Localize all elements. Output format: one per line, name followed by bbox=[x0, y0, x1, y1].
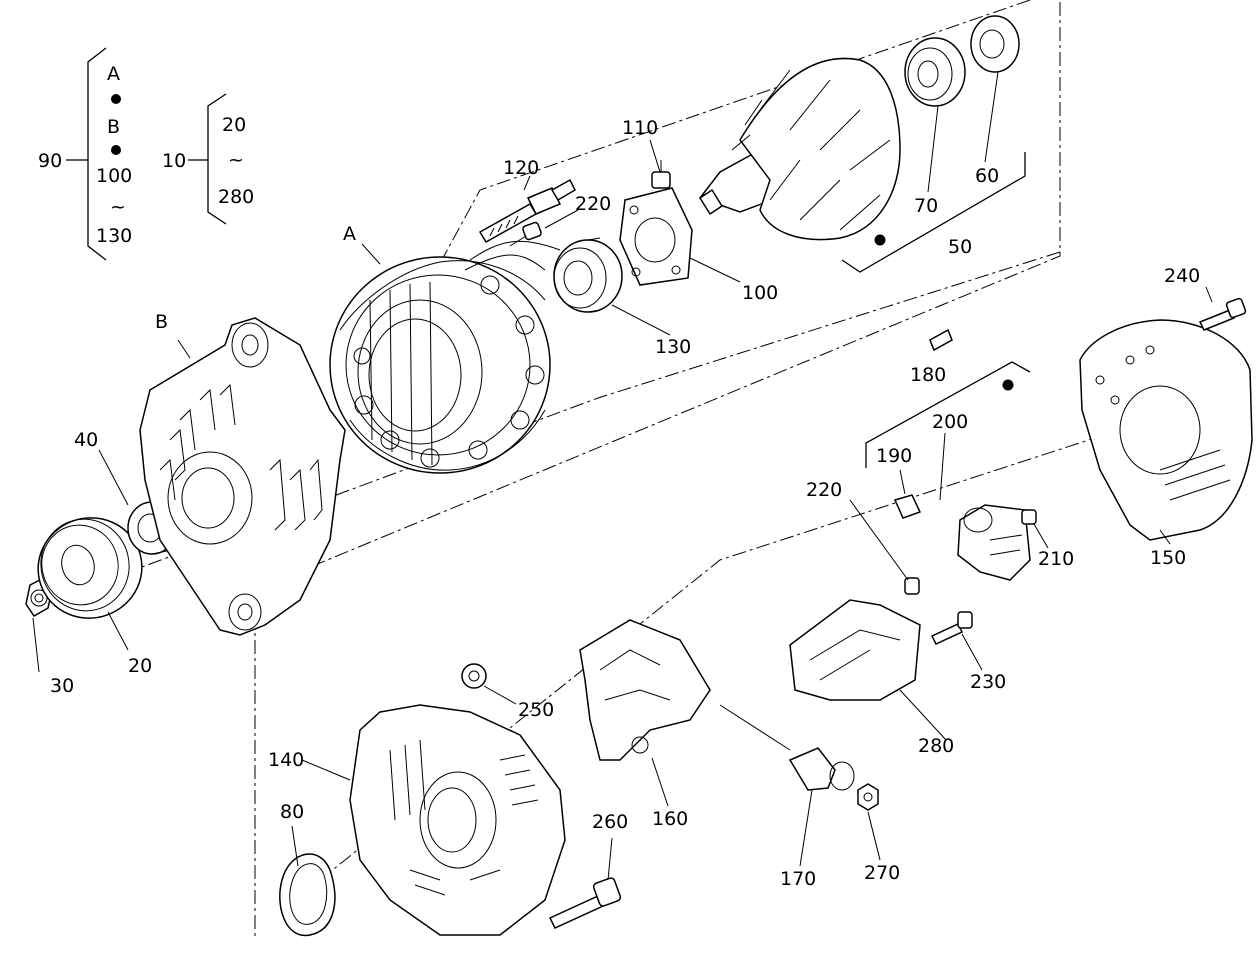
label-280: 280 bbox=[918, 735, 954, 757]
legend-90-dot-a bbox=[111, 94, 121, 104]
regulator-part-280 bbox=[789, 599, 921, 701]
bracket-180 bbox=[865, 361, 1031, 468]
pulley-part-20 bbox=[37, 517, 143, 619]
label-220-upper: 220 bbox=[575, 193, 611, 215]
label-60: 60 bbox=[975, 165, 999, 187]
label-260: 260 bbox=[592, 811, 628, 833]
label-40: 40 bbox=[74, 429, 98, 451]
bullet-rotor bbox=[874, 234, 886, 246]
rear-frame-part-140 bbox=[349, 704, 566, 936]
part-labels: B A 40 30 20 120 220 110 100 130 60 70 5… bbox=[50, 117, 1200, 890]
letter-a: A bbox=[343, 223, 356, 245]
label-120: 120 bbox=[503, 157, 539, 179]
label-110: 110 bbox=[622, 117, 658, 139]
label-160: 160 bbox=[652, 808, 688, 830]
rotor-part-50 bbox=[698, 57, 901, 241]
legend-90: 90 A B 100 ~ 130 bbox=[38, 47, 132, 261]
label-140: 140 bbox=[268, 749, 304, 771]
label-210: 210 bbox=[1038, 548, 1074, 570]
spring-part-200 bbox=[929, 328, 953, 352]
bracket-50 bbox=[841, 152, 1026, 273]
label-230: 230 bbox=[970, 671, 1006, 693]
label-240: 240 bbox=[1164, 265, 1200, 287]
screw-part-210 bbox=[1021, 509, 1037, 525]
label-50: 50 bbox=[948, 236, 972, 258]
screw-part-220-upper bbox=[509, 221, 542, 247]
label-270: 270 bbox=[864, 862, 900, 884]
gasket-part-80 bbox=[279, 853, 336, 937]
label-250: 250 bbox=[518, 699, 554, 721]
legend-90-from: 100 bbox=[96, 165, 132, 187]
bearing-part-70 bbox=[904, 37, 966, 107]
legend-90-a: A bbox=[107, 63, 120, 85]
legend-10-from: 20 bbox=[222, 114, 246, 136]
legend-90-b: B bbox=[107, 116, 120, 138]
nut-part-270 bbox=[857, 783, 879, 811]
label-180: 180 bbox=[910, 364, 946, 386]
label-30: 30 bbox=[50, 675, 74, 697]
screw-part-110 bbox=[651, 160, 671, 189]
rectifier-part-160 bbox=[579, 619, 711, 761]
legend-10-to: 280 bbox=[218, 186, 254, 208]
rear-cover-part-150 bbox=[1079, 319, 1253, 541]
letter-b: B bbox=[155, 311, 168, 333]
insulator-part-170 bbox=[719, 704, 855, 791]
nut-part-250 bbox=[461, 663, 487, 689]
legend-90-to: 130 bbox=[96, 225, 132, 247]
leader-lines bbox=[32, 71, 1213, 881]
label-100: 100 bbox=[742, 282, 778, 304]
legend-10-ref: 10 bbox=[162, 150, 186, 172]
legend-10-tilde: ~ bbox=[228, 149, 244, 171]
label-70: 70 bbox=[914, 195, 938, 217]
label-80: 80 bbox=[280, 801, 304, 823]
bearing-part-130 bbox=[553, 237, 623, 313]
screw-part-220-lower bbox=[904, 577, 920, 595]
bullet-brush-holder bbox=[1002, 379, 1014, 391]
screw-part-230 bbox=[930, 611, 973, 645]
label-20: 20 bbox=[128, 655, 152, 677]
legend-90-ref: 90 bbox=[38, 150, 62, 172]
legend-10: 10 20 ~ 280 bbox=[162, 93, 254, 225]
label-190: 190 bbox=[876, 445, 912, 467]
bolt-part-120 bbox=[478, 178, 576, 244]
bolt-part-240 bbox=[1198, 297, 1247, 331]
bolt-part-260 bbox=[548, 877, 622, 929]
cover-part-60 bbox=[970, 15, 1020, 73]
plate-part-100 bbox=[619, 187, 693, 286]
label-170: 170 bbox=[780, 868, 816, 890]
stator-part-a bbox=[329, 240, 561, 474]
brush-holder-part-180 bbox=[957, 504, 1031, 581]
drive-end-frame-b bbox=[139, 317, 346, 636]
legend-90-dot-b bbox=[111, 145, 121, 155]
label-150: 150 bbox=[1150, 547, 1186, 569]
brush-part-190 bbox=[893, 494, 922, 519]
label-130: 130 bbox=[655, 336, 691, 358]
legend-90-tilde: ~ bbox=[110, 196, 126, 218]
label-220-lower: 220 bbox=[806, 479, 842, 501]
label-200: 200 bbox=[932, 411, 968, 433]
